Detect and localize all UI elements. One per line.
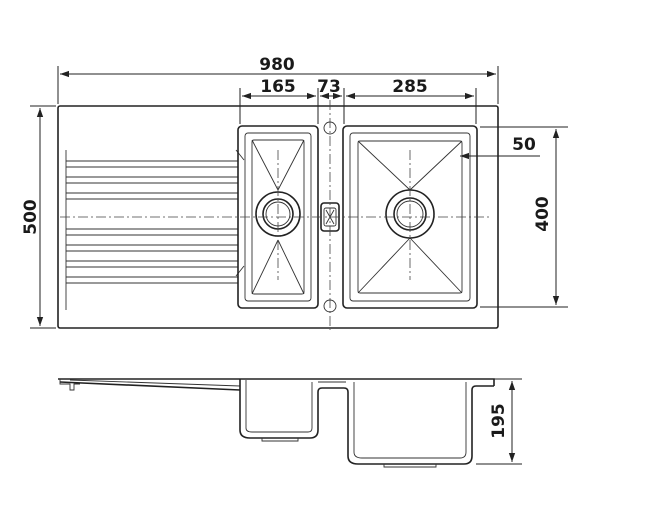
dim-label-165: 165 <box>260 77 296 97</box>
dim-label-400: 400 <box>533 196 553 232</box>
dim-label-980: 980 <box>259 55 295 75</box>
dimension-50: 50 <box>460 135 540 160</box>
sink-outline <box>57 105 499 329</box>
dimension-500: 500 <box>21 105 56 329</box>
dim-label-500: 500 <box>21 199 41 235</box>
drainboard-grooves <box>65 149 245 310</box>
top-view <box>57 100 499 330</box>
dimension-980: 980 <box>57 55 499 104</box>
dimension-195: 195 <box>476 378 522 465</box>
side-view <box>58 378 495 468</box>
dim-label-50: 50 <box>512 135 536 155</box>
dim-label-73: 73 <box>317 77 341 97</box>
dimension-165-73-285: 165 73 285 <box>239 77 477 124</box>
dim-label-285: 285 <box>392 77 428 97</box>
dimension-400: 400 <box>480 126 568 308</box>
dim-label-195: 195 <box>489 403 509 439</box>
